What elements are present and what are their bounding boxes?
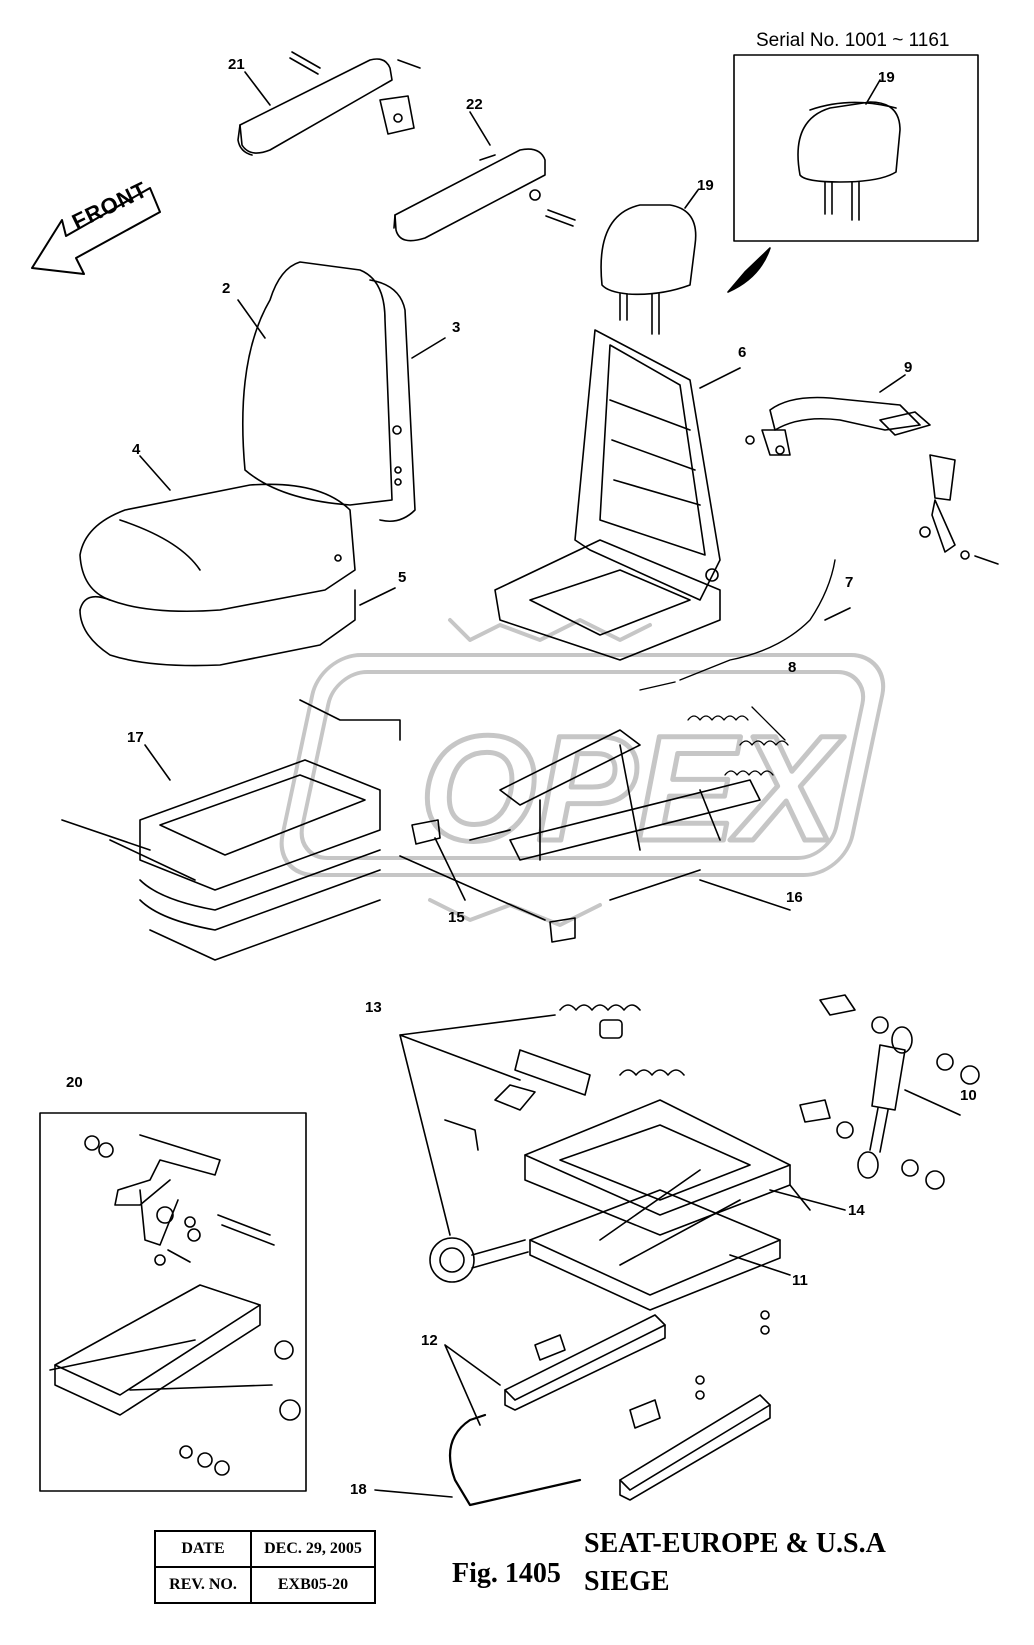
figure-subtitle: SIEGE — [584, 1566, 670, 1597]
watermark-text: OPEX — [420, 704, 845, 872]
callout-8: 8 — [788, 659, 797, 676]
callout-12: 12 — [421, 1332, 438, 1349]
seat-frame — [494, 329, 741, 661]
callout-5: 5 — [398, 569, 407, 586]
headrest-main — [600, 189, 699, 335]
armrest-left — [237, 51, 421, 156]
callout-18: 18 — [350, 1481, 367, 1498]
date-value: DEC. 29, 2005 — [250, 1530, 376, 1568]
opex-watermark: OPEX — [279, 618, 886, 927]
callout-10: 10 — [960, 1087, 977, 1104]
slide-frame — [469, 729, 791, 911]
inset-mechanism — [49, 1134, 301, 1476]
suspension-springs — [399, 1004, 685, 1283]
callout-16: 16 — [786, 889, 803, 906]
seat-belt — [745, 374, 999, 565]
callout-17: 17 — [127, 729, 144, 746]
callout-11: 11 — [792, 1272, 808, 1289]
callout-19: 19 — [697, 177, 714, 194]
figure-number: Fig. 1405 — [452, 1558, 561, 1589]
armrest-right — [393, 111, 576, 242]
callout-3: 3 — [452, 319, 461, 336]
revision-row-date: DATE DEC. 29, 2005 — [154, 1530, 376, 1568]
revision-table: DATE DEC. 29, 2005 REV. NO. EXB05-20 — [154, 1530, 376, 1604]
callout-19-inset: 19 — [878, 69, 895, 86]
rev-value: EXB05-20 — [250, 1566, 376, 1604]
seat-cushion — [79, 455, 396, 667]
callout-21: 21 — [228, 56, 245, 73]
callout-7: 7 — [845, 574, 854, 591]
callout-22: 22 — [466, 96, 483, 113]
latch-covers — [399, 819, 576, 943]
headrest-inset — [797, 79, 901, 221]
scissor-base — [524, 1099, 846, 1311]
serial-inset-box — [733, 54, 979, 242]
release-cable — [639, 559, 836, 691]
serial-number-note: Serial No. 1001 ~ 1161 — [756, 30, 950, 51]
callout-20: 20 — [66, 1074, 83, 1091]
figure-title: SEAT-EUROPE & U.S.A — [584, 1528, 886, 1559]
callout-14: 14 — [848, 1202, 865, 1219]
callout-6: 6 — [738, 344, 747, 361]
springs — [687, 706, 789, 776]
back-cushion — [237, 261, 446, 523]
revision-row-rev: REV. NO. EXB05-20 — [154, 1566, 376, 1604]
shock-absorber — [799, 994, 980, 1190]
suspension-bellows — [61, 699, 401, 961]
option-inset-box — [39, 1112, 307, 1492]
callout-15: 15 — [448, 909, 465, 926]
date-label: DATE — [154, 1530, 252, 1568]
callout-2: 2 — [222, 280, 231, 297]
adjust-lever — [448, 1413, 582, 1507]
callout-13: 13 — [365, 999, 382, 1016]
slide-rails — [444, 1310, 771, 1501]
rev-label: REV. NO. — [154, 1566, 252, 1604]
callout-9: 9 — [904, 359, 913, 376]
inset-arrow — [727, 247, 771, 293]
front-arrow — [31, 187, 161, 275]
callout-4: 4 — [132, 441, 141, 458]
